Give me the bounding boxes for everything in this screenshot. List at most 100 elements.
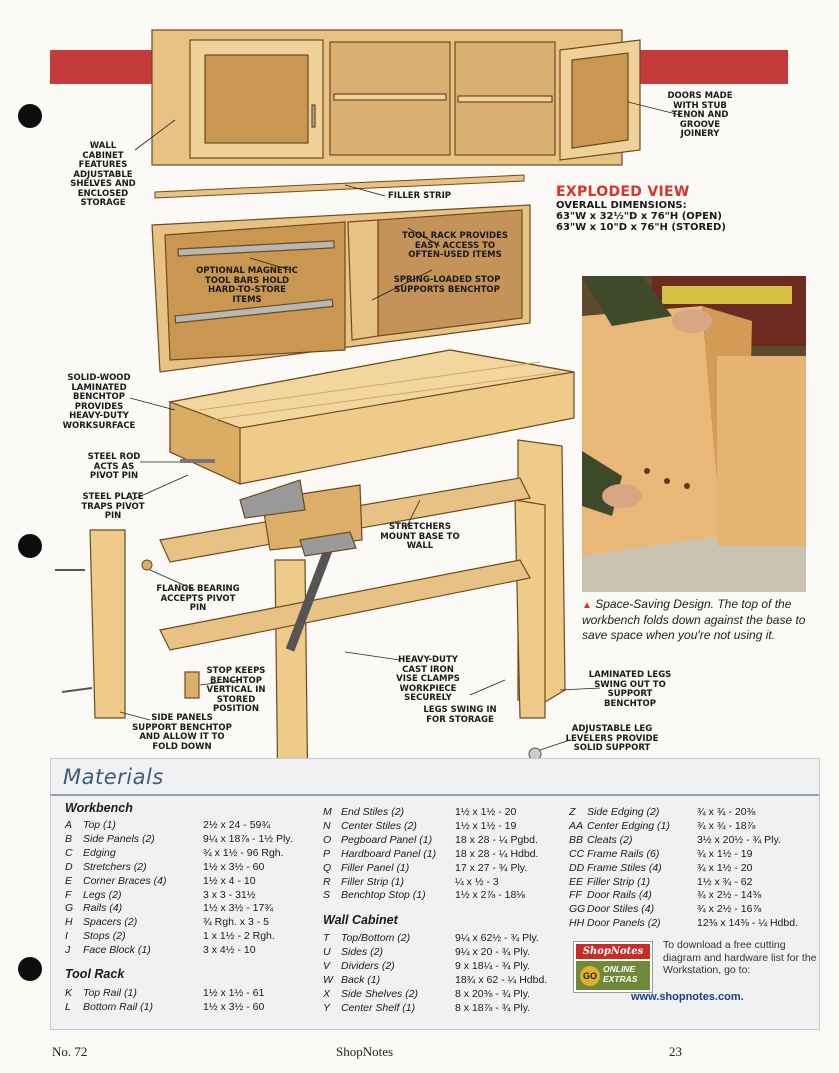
- callout-stretchers: STRETCHERS MOUNT BASE TO WALL: [380, 522, 460, 551]
- part-dimensions: 9¼ x 62½ - ¾ Ply.: [455, 932, 539, 944]
- part-key: BB: [569, 833, 584, 846]
- part-key: M: [323, 806, 332, 818]
- callout-benchtop: SOLID-WOOD LAMINATED BENCHTOP PROVIDES H…: [62, 373, 136, 431]
- part-name: Top/Bottom (2): [341, 932, 411, 944]
- wall-cabinet-drawing: [151, 29, 641, 166]
- part-key: I: [65, 930, 68, 943]
- part-dimensions: ¾ x 2½ - 14⅜: [697, 889, 762, 902]
- shopnotes-logo: ShopNotes: [576, 944, 650, 959]
- part-key: C: [65, 846, 73, 859]
- workbench-base-drawing: [89, 439, 566, 770]
- part-key: H: [65, 916, 73, 929]
- part-dimensions: ¾ x 1½ - 20: [697, 861, 753, 874]
- part-name: Benchtop Stop (1): [341, 889, 426, 902]
- part-name: Cleats (2): [587, 833, 633, 846]
- callout-vise: HEAVY-DUTY CAST IRON VISE CLAMPS WORKPIE…: [396, 655, 460, 703]
- part-key: CC: [569, 847, 585, 860]
- filler-strip-drawing: [154, 174, 525, 199]
- part-dimensions: 18 x 28 - ¼ Hdbd.: [455, 847, 539, 860]
- overall-dimensions-label: OVERALL DIMENSIONS:: [556, 200, 687, 211]
- part-key: Y: [323, 1001, 331, 1014]
- callout-filler-strip: FILLER STRIP: [388, 191, 451, 201]
- materials-divider: [51, 794, 819, 796]
- callout-steel-plate: STEEL PLATE TRAPS PIVOT PIN: [81, 492, 145, 521]
- part-name: Top (1): [83, 819, 116, 831]
- wall-cabinet-heading: Wall Cabinet: [323, 913, 398, 927]
- workbench-heading: Workbench: [65, 801, 133, 815]
- part-key: J: [65, 944, 71, 957]
- part-dimensions: 17 x 27 - ¾ Ply.: [455, 861, 528, 874]
- part-key: V: [323, 959, 331, 972]
- part-name: Side Shelves (2): [341, 987, 419, 1000]
- callout-doors: DOORS MADE WITH STUB TENON AND GROOVE JO…: [667, 91, 733, 139]
- part-dimensions: 9¼ x 20 - ¾ Ply.: [455, 945, 531, 958]
- part-key: W: [323, 973, 333, 986]
- online-extras-badge[interactable]: ShopNotes GO ONLINE EXTRAS: [573, 941, 653, 993]
- part-key: FF: [569, 889, 582, 902]
- part-key: S: [323, 889, 331, 902]
- part-dimensions: 1½ x 1½ - 20: [455, 806, 517, 818]
- part-name: Bottom Rail (1): [83, 1000, 154, 1013]
- leader-lines: [119, 101, 681, 751]
- part-dimensions: 9 x 18¼ - ¾ Ply.: [455, 959, 531, 972]
- part-name: Back (1): [341, 973, 381, 986]
- exploded-view-title: EXPLODED VIEW: [556, 184, 690, 200]
- part-name: Sides (2): [341, 945, 384, 958]
- part-name: Rails (4): [83, 902, 123, 915]
- online-extras-box: ShopNotes GO ONLINE EXTRAS To download a…: [569, 935, 817, 1009]
- part-dimensions: 1½ x 2⅞ - 18⅛: [455, 889, 526, 902]
- hardware-drawing: [55, 459, 542, 761]
- part-dimensions: 1 x 1½ - 2 Rgh.: [203, 930, 275, 943]
- part-key: B: [65, 832, 73, 845]
- toolrack-heading: Tool Rack: [65, 967, 125, 981]
- part-name: Legs (2): [83, 888, 122, 901]
- part-key: X: [323, 987, 331, 1000]
- callout-magnetic-bars: OPTIONAL MAGNETIC TOOL BARS HOLD HARD-TO…: [196, 266, 298, 305]
- part-dimensions: 9¼ x 18⅞ - 1½ Ply.: [203, 832, 293, 845]
- callout-legs-swing: LEGS SWING IN FOR STORAGE: [423, 705, 497, 725]
- part-dimensions: 8 x 20⅜ - ¾ Ply.: [455, 987, 531, 1000]
- part-name: Corner Braces (4): [83, 874, 167, 887]
- callout-spring-stop: SPRING-LOADED STOP SUPPORTS BENCHTOP: [393, 275, 501, 295]
- part-name: Side Panels (2): [83, 832, 155, 845]
- part-name: Door Panels (2): [587, 917, 661, 930]
- part-key: F: [65, 888, 72, 901]
- caption-triangle-icon: ▲: [582, 600, 592, 611]
- part-name: Top Rail (1): [83, 987, 137, 999]
- download-text: To download a free cutting diagram and h…: [663, 939, 817, 976]
- part-dimensions: 1½ x 1½ - 19: [455, 819, 517, 832]
- extras-badge-body: GO ONLINE EXTRAS: [576, 961, 650, 990]
- shopnotes-url-link[interactable]: www.shopnotes.com.: [631, 991, 744, 1003]
- binder-hole-bottom: [18, 957, 42, 981]
- caption-body: The top of the workbench folds down agai…: [582, 597, 806, 642]
- dimensions-stored: 63"W x 10"D x 76"H (STORED): [556, 222, 726, 233]
- part-name: Dividers (2): [341, 959, 395, 972]
- part-dimensions: 12⅜ x 14⅜ - ¼ Hdbd.: [697, 917, 798, 930]
- part-dimensions: ¾ x 2½ - 16⅞: [697, 903, 762, 916]
- callout-wall-cabinet: WALL CABINET FEATURES ADJUSTABLE SHELVES…: [70, 141, 136, 208]
- footer-page-number: 23: [669, 1044, 682, 1059]
- part-name: Filler Strip (1): [341, 875, 405, 888]
- part-key: N: [323, 819, 331, 832]
- footer-brand: ShopNotes: [336, 1044, 394, 1059]
- part-key: Q: [323, 861, 332, 874]
